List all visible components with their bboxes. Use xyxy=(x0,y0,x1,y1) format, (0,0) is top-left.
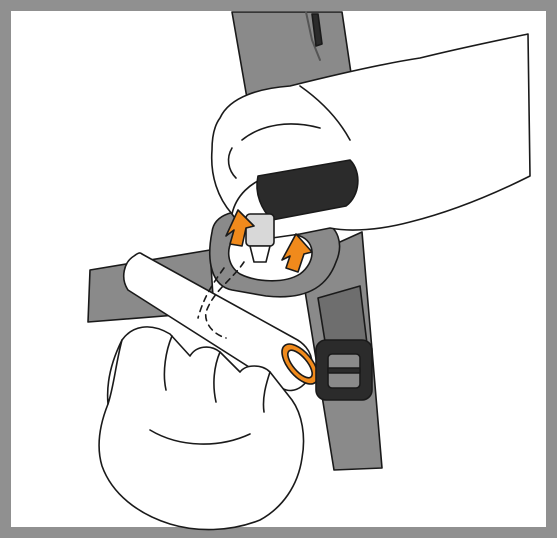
connector xyxy=(246,214,274,246)
